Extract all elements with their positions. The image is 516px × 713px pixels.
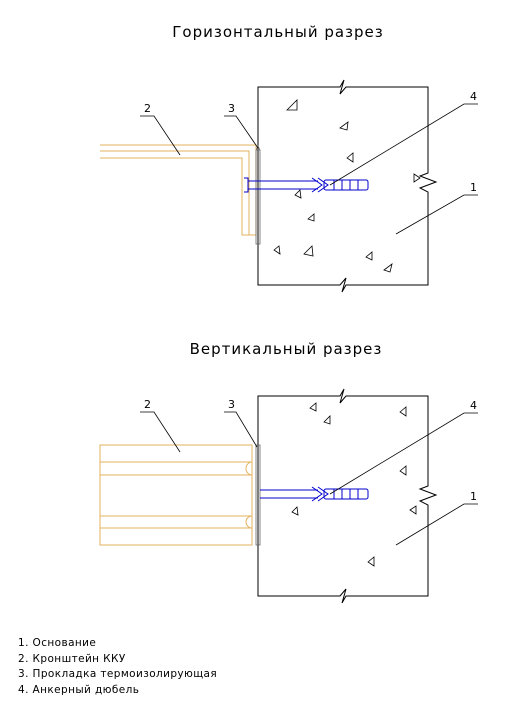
- vertical-section: Вертикальный разрез: [99, 340, 478, 604]
- callout-label-2: 2: [144, 102, 151, 115]
- anchor-dowel: [244, 177, 369, 193]
- aggregate-pattern: [273, 99, 421, 273]
- base-wall-outline: [257, 79, 438, 293]
- legend-item-thermal-pad: 3. Прокладка термоизолирующая: [18, 668, 218, 680]
- callout-2-top: 2: [140, 102, 181, 156]
- callout-label-1: 1: [470, 490, 477, 503]
- callout-label-2: 2: [144, 398, 151, 411]
- callout-label-1: 1: [470, 181, 477, 194]
- callout-4-bottom: 4: [329, 399, 478, 495]
- callout-1-top: 1: [395, 181, 478, 235]
- callout-4-top: 4: [329, 90, 478, 186]
- thermal-pad: [255, 145, 261, 245]
- horizontal-section: Горизонтальный разрез: [100, 23, 478, 293]
- callout-label-4: 4: [470, 399, 477, 412]
- callout-1-bottom: 1: [395, 490, 478, 546]
- anchor-dowel: [260, 486, 369, 502]
- thermal-pad: [255, 444, 261, 546]
- legend-item-base: 1. Основание: [18, 637, 97, 649]
- callout-label-3: 3: [228, 102, 235, 115]
- legend-item-anchor-dowel: 4. Анкерный дюбель: [18, 683, 140, 696]
- bracket-kku: [99, 444, 253, 546]
- aggregate-pattern: [291, 402, 417, 567]
- callout-3-bottom: 3: [224, 398, 258, 448]
- callout-3-top: 3: [224, 102, 259, 149]
- horizontal-section-title: Горизонтальный разрез: [172, 23, 384, 41]
- bracket-kku: [100, 144, 257, 236]
- legend-item-bracket: 2. Кронштейн ККУ: [18, 652, 126, 665]
- callout-2-bottom: 2: [140, 398, 181, 453]
- callout-label-4: 4: [470, 90, 477, 103]
- legend: 1. Основание 2. Кронштейн ККУ 3. Проклад…: [18, 636, 217, 698]
- base-wall-outline: [257, 388, 438, 604]
- callout-label-3: 3: [228, 398, 235, 411]
- vertical-section-title: Вертикальный разрез: [190, 340, 383, 358]
